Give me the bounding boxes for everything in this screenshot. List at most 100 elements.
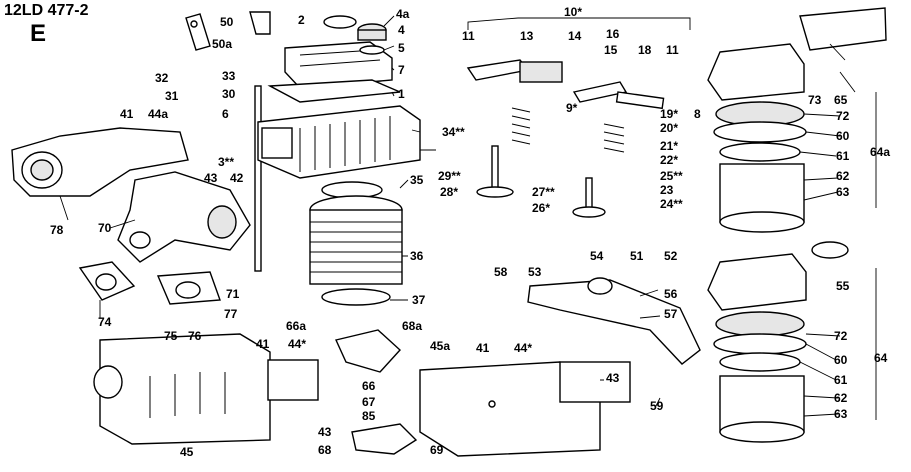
- label-68a: 68a: [402, 319, 422, 333]
- label-2: 2: [298, 13, 305, 27]
- label-9: 9*: [566, 101, 578, 115]
- label-50: 50: [220, 15, 234, 29]
- label-54: 54: [590, 249, 604, 263]
- label-77: 77: [224, 307, 238, 321]
- valves: [476, 145, 606, 218]
- label-24: 24**: [660, 197, 683, 211]
- label-74: 74: [98, 315, 112, 329]
- label-65: 65: [834, 93, 848, 107]
- label-60a: 60: [836, 129, 850, 143]
- label-14: 14: [568, 29, 582, 43]
- exhaust-manifold-78: [11, 127, 189, 197]
- label-26: 26*: [532, 201, 550, 215]
- label-76: 76: [188, 329, 202, 343]
- label-62a: 62: [836, 169, 850, 183]
- label-44b: 44*: [288, 337, 306, 351]
- valve-springs: [511, 107, 625, 153]
- label-33: 33: [222, 69, 236, 83]
- label-36: 36: [410, 249, 424, 263]
- label-19: 19*: [660, 107, 678, 121]
- label-28: 28*: [440, 185, 458, 199]
- label-61a: 61: [836, 149, 850, 163]
- label-62b: 62: [834, 391, 848, 405]
- label-22: 22*: [660, 153, 678, 167]
- label-52: 52: [664, 249, 678, 263]
- label-43b: 43: [606, 371, 620, 385]
- cylinder-head: [257, 105, 421, 179]
- rocker-arm: [466, 59, 628, 103]
- label-50a: 50a: [212, 37, 232, 51]
- muffler-45: [93, 333, 319, 445]
- label-51: 51: [630, 249, 644, 263]
- label-4a: 4a: [396, 7, 410, 21]
- label-69: 69: [430, 443, 444, 457]
- label-41a: 41: [120, 107, 134, 121]
- label-8: 8: [694, 107, 701, 121]
- label-67: 67: [362, 395, 376, 409]
- label-7: 7: [398, 63, 405, 77]
- label-10: 10*: [564, 5, 582, 19]
- label-37: 37: [412, 293, 426, 307]
- label-4: 4: [398, 23, 405, 37]
- label-44c: 44*: [514, 341, 532, 355]
- label-11a: 11: [462, 29, 475, 43]
- label-35: 35: [410, 173, 424, 187]
- label-56: 56: [664, 287, 678, 301]
- label-53: 53: [528, 265, 542, 279]
- label-42: 42: [230, 171, 244, 185]
- elbow-68a: [335, 329, 401, 373]
- label-75: 75: [164, 329, 178, 343]
- label-63a: 63: [836, 185, 850, 199]
- label-78: 78: [50, 223, 64, 237]
- label-68: 68: [318, 443, 332, 457]
- elbow-68: [351, 423, 418, 455]
- label-72a: 72: [836, 109, 850, 123]
- label-23: 23: [660, 183, 674, 197]
- label-41c: 41: [476, 341, 490, 355]
- part-labels: 4a 4 5 7 1 50 50a 2 32 31 33 30 6 41 44a…: [50, 5, 890, 459]
- flange-gasket-71: [156, 271, 221, 305]
- muffler-45a: [419, 361, 631, 457]
- rocker-shaft: [615, 91, 665, 110]
- label-29: 29**: [438, 169, 461, 183]
- air-cleaner-64a: [707, 7, 887, 233]
- intake-pipe-58: [527, 277, 701, 365]
- label-43c: 43: [318, 425, 332, 439]
- leader-lines: [59, 15, 877, 420]
- label-45: 45: [180, 445, 194, 459]
- label-66: 66: [362, 379, 376, 393]
- label-20: 20*: [660, 121, 678, 135]
- label-18: 18: [638, 43, 652, 57]
- label-5: 5: [398, 41, 405, 55]
- label-30: 30: [222, 87, 236, 101]
- breather-cap: [323, 15, 357, 29]
- label-32: 32: [155, 71, 169, 85]
- diagram-code: 12LD 477-2: [4, 2, 89, 19]
- label-43a: 43: [204, 171, 218, 185]
- exhaust-manifold-70: [117, 171, 251, 263]
- label-15: 15: [604, 43, 618, 57]
- diagram-section-letter: E: [30, 20, 47, 47]
- filler-cap: [357, 23, 387, 55]
- cylinder-barrel: [309, 195, 403, 306]
- label-31: 31: [165, 89, 179, 103]
- label-44a: 44a: [148, 107, 168, 121]
- label-60b: 60: [834, 353, 848, 367]
- label-73: 73: [808, 93, 822, 107]
- label-3: 3**: [218, 155, 234, 169]
- label-59: 59: [650, 399, 664, 413]
- label-58: 58: [494, 265, 508, 279]
- label-27: 27**: [532, 185, 555, 199]
- label-34: 34**: [442, 125, 465, 139]
- label-45a: 45a: [430, 339, 450, 353]
- bracket: [249, 11, 271, 35]
- label-63b: 63: [834, 407, 848, 421]
- label-21: 21*: [660, 139, 678, 153]
- air-cleaner-64: [707, 241, 849, 443]
- label-64: 64: [874, 351, 888, 365]
- label-41b: 41: [256, 337, 270, 351]
- label-61b: 61: [834, 373, 848, 387]
- label-55: 55: [836, 279, 850, 293]
